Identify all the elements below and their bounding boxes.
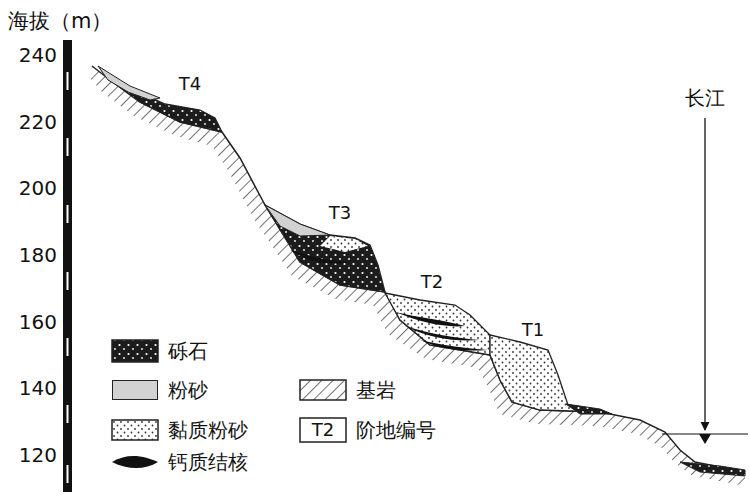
legend-spacer [112,341,168,361]
legend-text: 粉砂 [168,377,208,404]
legend-text: 钙质结核 [168,449,248,476]
terrace-t1-deposit [490,335,612,414]
legend-text: 基岩 [356,377,396,404]
tick-label: 140 [19,377,57,399]
legend-item: 阶地编号 [300,417,436,444]
terrace-t2-deposit [385,293,490,355]
legend-samples [112,340,346,468]
axis-title: 海拔（m） [8,10,112,33]
legend-spacer [300,380,356,400]
legend-spacer [112,420,168,440]
legend-item: 粉砂 [112,377,208,404]
legend-text: 黏质粉砂 [168,417,248,444]
terrace-label: T1 [522,320,544,340]
river-label: 长江 [685,87,725,109]
legend-item: 黏质粉砂 [112,417,248,444]
legend-swatch [112,380,158,400]
tick-label: 200 [19,177,57,199]
legend-item: 砾石 [112,338,208,365]
bedrock-surface [92,66,745,472]
legend-terrace-code: T2 [312,420,334,440]
legend-text: 砾石 [168,338,208,365]
terrace-t4-deposit [98,66,222,132]
tick-label: 220 [19,111,57,133]
legend-text: 阶地编号 [356,417,436,444]
terrace-label: T3 [329,203,351,223]
legend-spacer [112,452,168,472]
tick-label: 240 [19,44,57,66]
calcareous-nodule [290,250,350,264]
legend-spacer [300,420,356,440]
tick-label: 120 [19,444,57,466]
legend-item: 钙质结核 [112,449,248,476]
terrace-label: T4 [179,74,201,94]
tick-label: 160 [19,311,57,333]
legend-item: 基岩 [300,377,396,404]
bedrock [90,66,745,486]
river [662,118,748,476]
terrace-label: T2 [421,272,443,292]
terrace-t3-deposit [265,205,385,292]
tick-label: 180 [19,244,57,266]
elevation-bar [63,40,72,492]
